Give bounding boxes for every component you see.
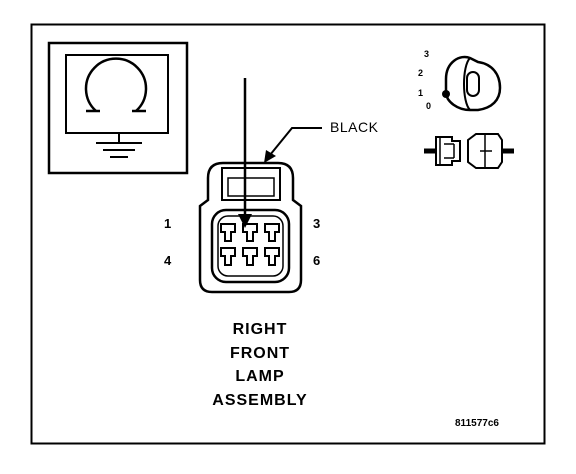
diagram-frame bbox=[30, 23, 546, 445]
probe-arrow bbox=[238, 78, 252, 228]
pin-number-3: 3 bbox=[313, 216, 321, 231]
title-line-3: LAMP bbox=[235, 368, 285, 385]
component-title: RIGHT FRONT LAMP ASSEMBLY bbox=[165, 318, 355, 412]
cavity-6 bbox=[264, 247, 280, 266]
ohmmeter-symbol-icon bbox=[47, 41, 189, 175]
pin-number-4: 4 bbox=[164, 253, 172, 268]
key-position-3: 3 bbox=[424, 49, 430, 59]
terminal-cavities bbox=[220, 223, 280, 266]
wire-color-leader bbox=[264, 127, 322, 163]
title-line-4: ASSEMBLY bbox=[212, 391, 308, 409]
pin-number-6: 6 bbox=[313, 253, 321, 268]
ignition-key-off-icon bbox=[442, 55, 502, 112]
cavity-2 bbox=[242, 223, 258, 242]
cavity-3 bbox=[264, 223, 280, 242]
cavity-4 bbox=[220, 247, 236, 266]
title-line-2: FRONT bbox=[229, 344, 291, 362]
figure-id: 811577c6 bbox=[455, 418, 499, 429]
key-position-2: 2 bbox=[418, 68, 424, 78]
title-line-1: RIGHT bbox=[232, 321, 288, 338]
disconnected-connector-icon bbox=[424, 133, 514, 169]
key-position-1: 1 bbox=[418, 88, 424, 98]
cavity-5 bbox=[242, 247, 258, 266]
key-position-0: 0 bbox=[426, 101, 432, 111]
connector-body bbox=[198, 161, 303, 294]
cavity-1 bbox=[220, 223, 236, 242]
pin-number-1: 1 bbox=[164, 216, 172, 231]
wire-color-label: BLACK bbox=[330, 119, 379, 135]
